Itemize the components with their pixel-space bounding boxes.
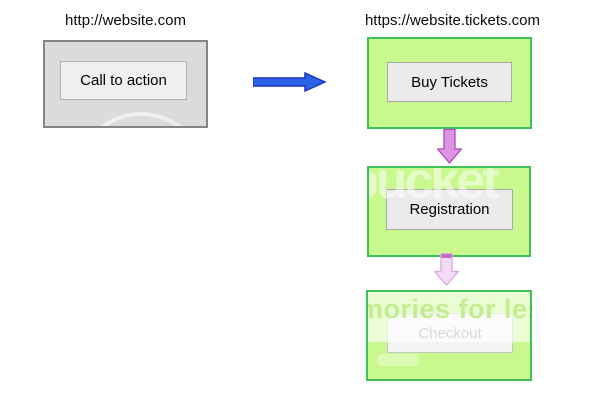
registration-label: Registration	[409, 201, 490, 218]
right-arrow-icon	[253, 71, 327, 93]
step-checkout-box: Checkout mories for les	[366, 290, 532, 381]
source-page-box: Call to action	[43, 40, 208, 128]
watermark-logo-arc-outer	[75, 112, 206, 126]
call-to-action-button: Call to action	[60, 61, 187, 100]
down-arrow-icon-2	[434, 253, 459, 286]
watermark-fragment	[377, 354, 419, 366]
buy-tickets-button: Buy Tickets	[387, 62, 512, 102]
target-site-url-label: https://website.tickets.com	[364, 12, 541, 29]
checkout-button: Checkout	[387, 313, 513, 353]
checkout-label: Checkout	[418, 324, 482, 342]
step-registration-box: bucket Registration	[367, 166, 531, 257]
call-to-action-label: Call to action	[80, 72, 167, 89]
down-arrow-icon-1	[437, 129, 462, 164]
buy-tickets-label: Buy Tickets	[411, 73, 488, 91]
source-site-url-label: http://website.com	[65, 12, 186, 29]
step-buy-tickets-box: Buy Tickets	[367, 37, 532, 129]
registration-button: Registration	[386, 189, 513, 230]
